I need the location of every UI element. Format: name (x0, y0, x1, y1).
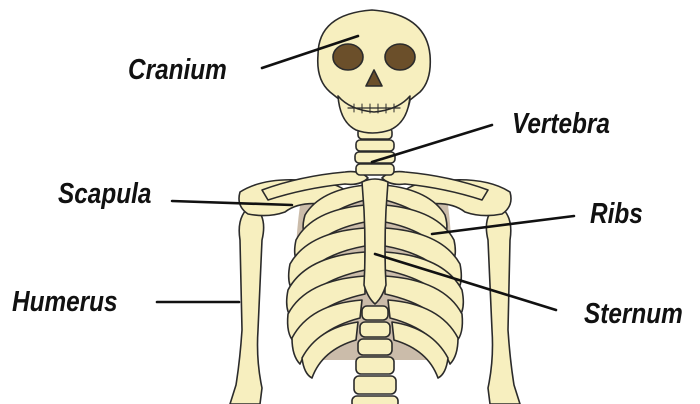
cervical-vertebrae (355, 128, 395, 175)
label-scapula: Scapula (58, 178, 151, 211)
label-sternum: Sternum (584, 298, 683, 331)
right-humerus (486, 205, 520, 404)
label-humerus: Humerus (12, 286, 118, 319)
label-ribs: Ribs (590, 198, 643, 231)
left-eye-socket (333, 44, 363, 70)
sternum-bone (362, 179, 388, 304)
label-cranium: Cranium (128, 54, 227, 87)
right-eye-socket (385, 44, 415, 70)
label-vertebra: Vertebra (512, 108, 610, 141)
left-humerus (230, 205, 264, 404)
